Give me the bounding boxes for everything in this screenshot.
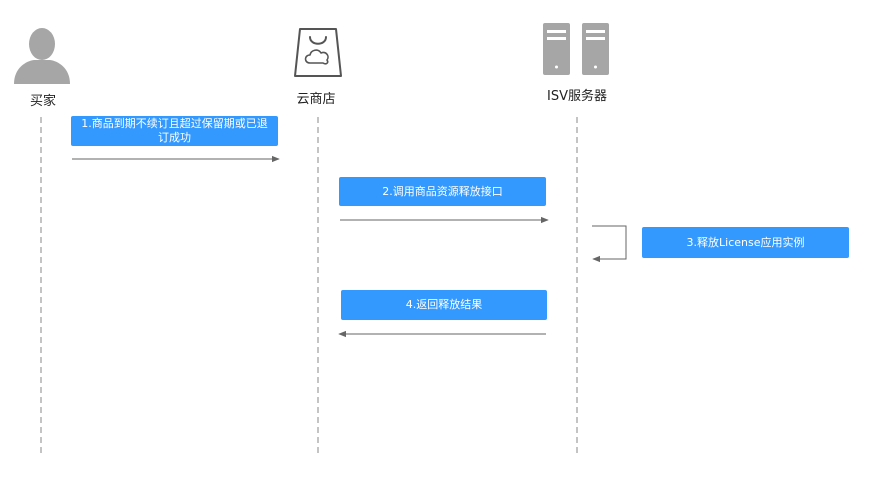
step-3-box: 3.释放License应用实例 xyxy=(642,227,849,258)
actor-label-isv-server: ISV服务器 xyxy=(547,89,607,104)
server-icon xyxy=(543,23,609,75)
actor-label-buyer: 买家 xyxy=(29,94,57,109)
step-4-box: 4.返回释放结果 xyxy=(341,290,547,320)
step-2-box: 2.调用商品资源释放接口 xyxy=(339,177,546,206)
shopping-bag-icon xyxy=(294,28,342,77)
actor-label-cloud-store: 云商店 xyxy=(296,92,336,107)
arrow-step-3 xyxy=(592,225,627,263)
person-icon xyxy=(14,28,70,84)
step-1-box: 1.商品到期不续订且超过保留期或已退订成功 xyxy=(71,116,278,146)
